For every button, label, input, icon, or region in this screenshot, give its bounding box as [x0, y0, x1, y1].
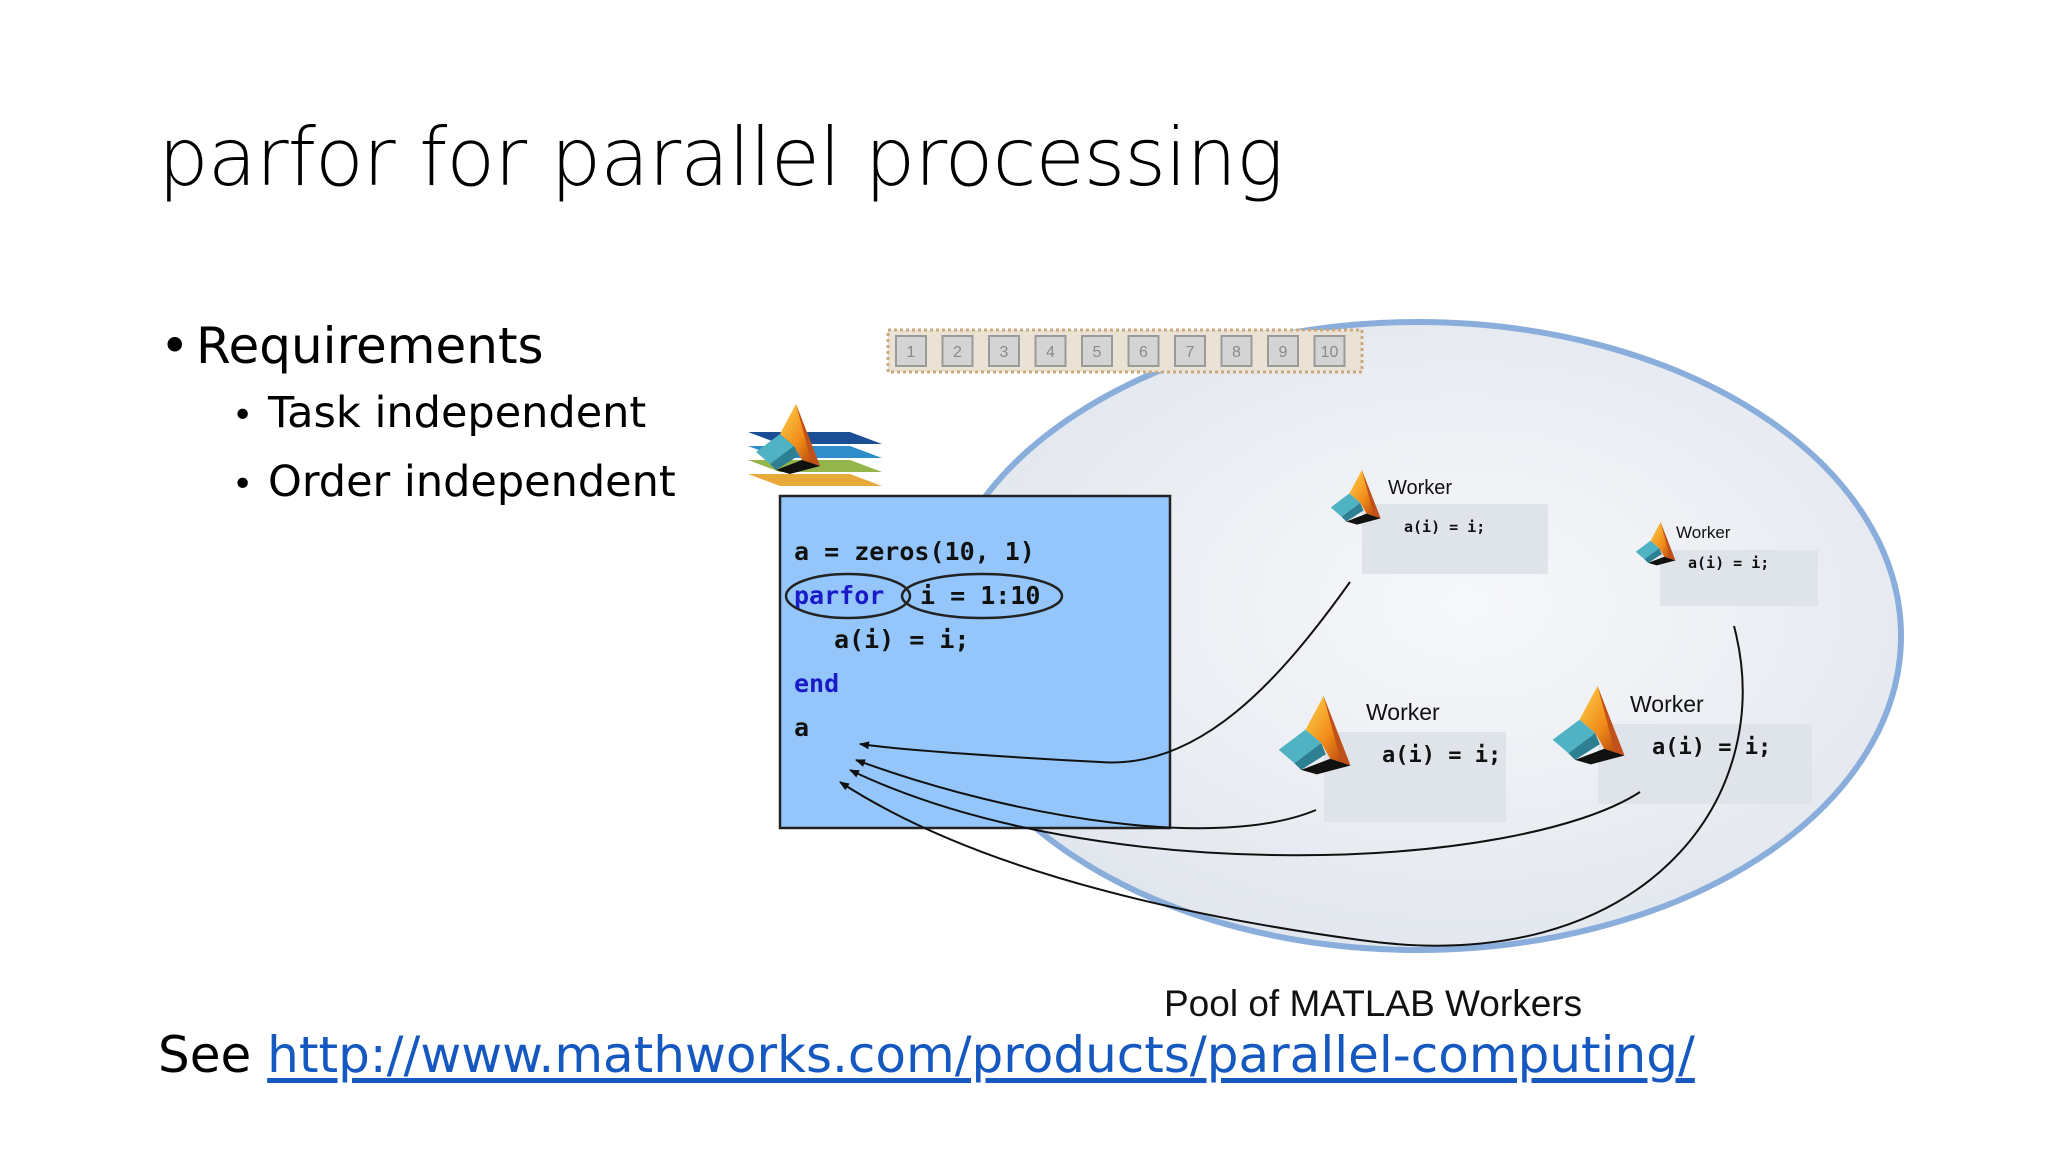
bullet-order-independent-text: Order independent — [268, 457, 676, 507]
iteration-cell — [1034, 335, 1067, 367]
code-line-body: a(i) = i; — [834, 625, 969, 654]
worker-2: Worker a(i) = i; — [1635, 522, 1818, 606]
bullet-requirements: Requirements — [160, 312, 676, 380]
iteration-cell — [1267, 335, 1299, 367]
parfor-highlight-ellipse — [784, 572, 912, 620]
bullet-task-independent: Task independent — [232, 380, 676, 449]
arrow-worker-4 — [849, 769, 1641, 857]
requirements-list: Requirements Task independent Order inde… — [160, 312, 676, 518]
worker-4: Worker a(i) = i; — [1552, 686, 1812, 804]
code-line-zeros: a = zeros(10, 1) — [794, 537, 1035, 566]
range-highlight-ellipse — [900, 572, 1064, 620]
iteration-label: 9 — [1279, 344, 1288, 361]
iteration-label: 4 — [1046, 344, 1055, 361]
iteration-cell — [1174, 335, 1206, 367]
iteration-label: 2 — [953, 344, 962, 361]
code-keyword-end: end — [794, 669, 839, 698]
iteration-cell — [1313, 335, 1346, 367]
worker-3-code: a(i) = i; — [1382, 743, 1501, 768]
iteration-label: 6 — [1139, 344, 1148, 361]
iteration-label: 8 — [1232, 344, 1241, 361]
worker-4-code: a(i) = i; — [1652, 735, 1771, 760]
iteration-cells: 1 2 3 4 5 6 7 8 9 10 — [895, 335, 1346, 367]
parfor-diagram: 1 2 3 4 5 6 7 8 9 10 a = zeros(10, 1) parfor i = … — [748, 319, 1904, 1024]
bullet-order-independent: Order independent — [232, 449, 676, 518]
code-line-result: a — [794, 713, 809, 742]
code-line-range: i = 1:10 — [920, 581, 1040, 610]
bullet-task-independent-text: Task independent — [268, 388, 647, 438]
arrow-worker-2 — [839, 625, 1744, 947]
iteration-cell — [988, 335, 1020, 367]
iteration-label: 1 — [907, 344, 916, 361]
iteration-cell — [1081, 335, 1113, 367]
iteration-label: 10 — [1321, 344, 1339, 361]
worker-3: Worker a(i) = i; — [1278, 696, 1506, 822]
iteration-label: 7 — [1186, 344, 1195, 361]
worker-3-label: Worker — [1366, 699, 1440, 725]
result-arrows — [839, 581, 1744, 947]
iteration-cell — [1127, 335, 1160, 367]
arrow-worker-1 — [859, 581, 1351, 764]
slide-title: parfor for parallel processing — [158, 111, 1284, 204]
arrow-worker-3 — [855, 759, 1317, 830]
worker-1: Worker a(i) = i; — [1330, 470, 1548, 574]
pool-label: Pool of MATLAB Workers — [1164, 983, 1582, 1024]
client-code-box — [778, 494, 1172, 830]
code-keyword-parfor: parfor — [794, 581, 884, 610]
iteration-cell — [1220, 335, 1253, 367]
iteration-cell — [895, 335, 927, 367]
bullet-requirements-text: Requirements — [196, 317, 544, 375]
worker-1-label: Worker — [1388, 477, 1452, 499]
footer-prefix: See — [158, 1026, 252, 1084]
worker-4-label: Worker — [1630, 691, 1704, 717]
worker-2-label: Worker — [1676, 523, 1731, 542]
iteration-label: 5 — [1093, 344, 1102, 361]
iteration-strip: 1 2 3 4 5 6 7 8 9 10 — [886, 328, 1364, 374]
client-icon — [748, 404, 882, 486]
iteration-cell — [941, 335, 974, 367]
reference-link[interactable]: http://www.mathworks.com/products/parall… — [267, 1026, 1695, 1084]
worker-2-code: a(i) = i; — [1688, 554, 1769, 572]
worker-1-code: a(i) = i; — [1404, 518, 1485, 536]
iteration-label: 3 — [1000, 344, 1009, 361]
reference-footer: See http://www.mathworks.com/products/pa… — [158, 1030, 1695, 1080]
